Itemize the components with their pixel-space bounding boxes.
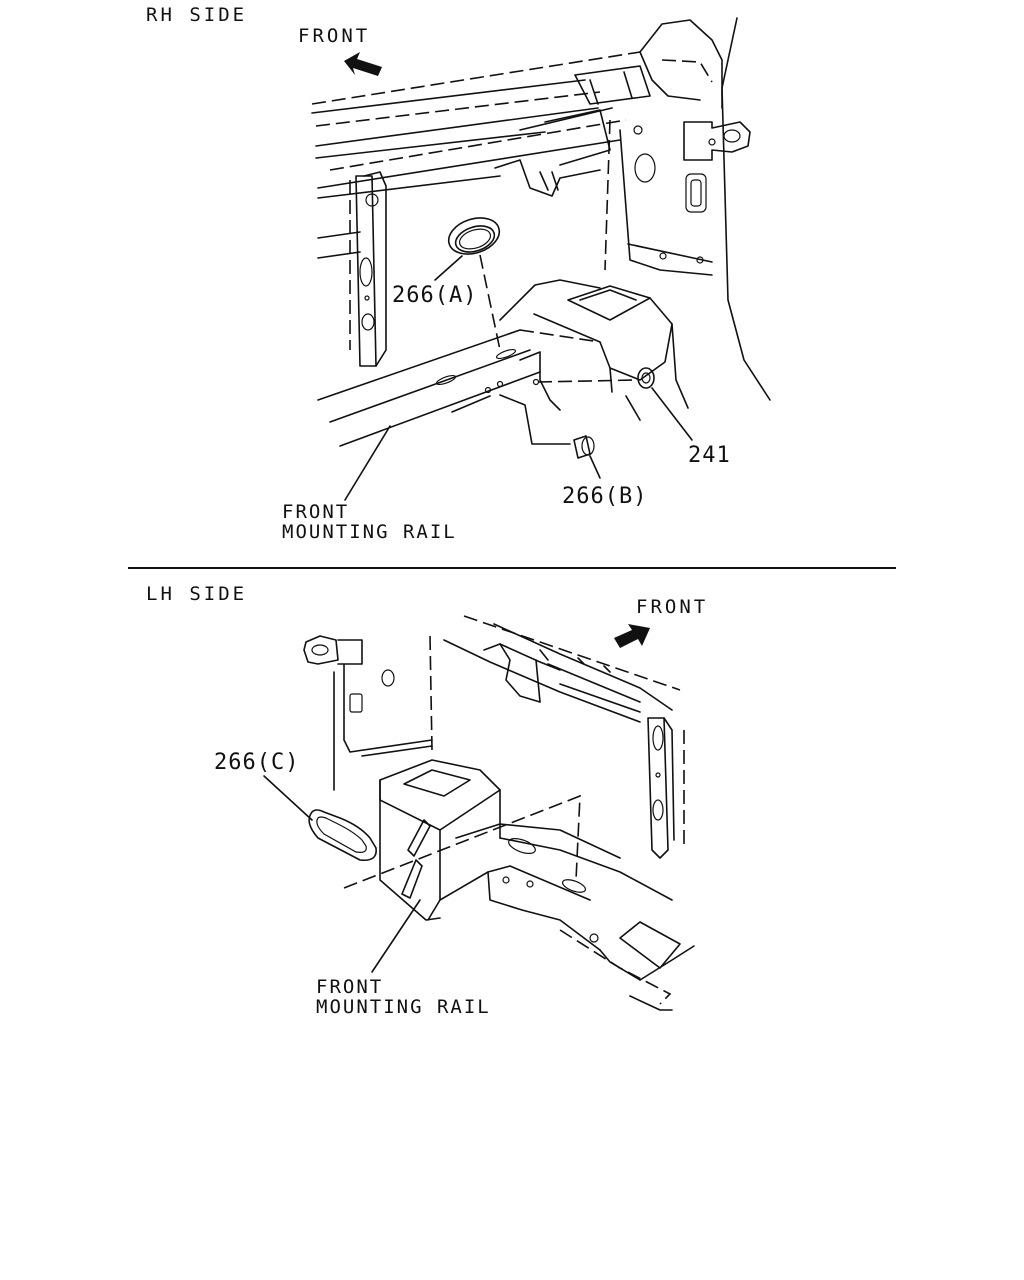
grommet-266a-part	[447, 217, 501, 351]
rh-body-panel	[311, 17, 771, 401]
grommet-266b-part	[573, 435, 595, 459]
rh-rail-label-line1: FRONT	[282, 501, 349, 523]
lh-rail-label-line2: MOUNTING RAIL	[316, 996, 491, 1018]
callout-266a: 266(A)	[392, 283, 477, 308]
lh-floor-rail	[343, 759, 695, 1011]
callout-266b: 266(B)	[562, 484, 647, 509]
grommet-266c-part	[308, 809, 377, 862]
front-arrow-icon	[614, 624, 650, 648]
leader-266b	[589, 455, 601, 479]
leader-241	[651, 387, 693, 441]
leader-lh-rail	[371, 899, 421, 973]
leader-266a	[434, 255, 463, 281]
rh-side-title: RH SIDE	[146, 4, 247, 26]
leader-rh-rail	[344, 425, 391, 501]
lh-vertical-strap	[647, 717, 685, 859]
rh-front-label: FRONT	[298, 25, 370, 47]
callout-241: 241	[688, 443, 731, 468]
lh-rail-label-line1: FRONT	[316, 976, 383, 998]
callout-266c: 266(C)	[214, 750, 299, 775]
front-arrow-icon	[344, 52, 382, 76]
rh-floor-rail	[317, 279, 689, 447]
lh-body-panel	[443, 615, 681, 723]
lh-front-label: FRONT	[636, 596, 708, 618]
lh-side-title: LH SIDE	[146, 583, 247, 605]
rh-vertical-strap	[349, 171, 387, 367]
plug-241-part	[637, 367, 655, 389]
rh-side-section: RH SIDE FRONT	[146, 4, 771, 543]
leader-266c	[263, 775, 313, 821]
lh-side-section: LH SIDE FRONT	[146, 583, 708, 1018]
lh-pillar	[303, 635, 433, 791]
rh-rail-label-line2: MOUNTING RAIL	[282, 521, 457, 543]
